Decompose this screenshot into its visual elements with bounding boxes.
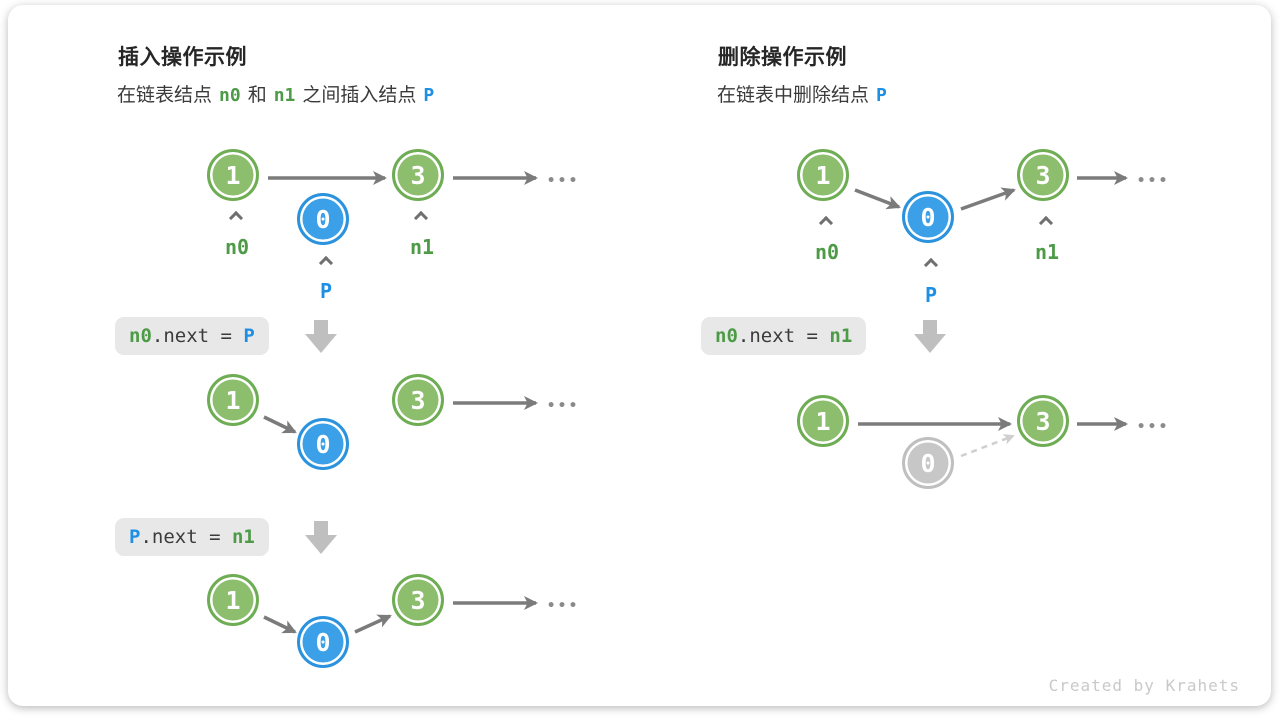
- delete-panel-subtitle: 在链表中删除结点 P: [717, 80, 894, 107]
- node-value: 0: [315, 429, 331, 459]
- node-value: 3: [1035, 406, 1051, 436]
- code-text: .next =: [151, 325, 244, 347]
- subtitle-token-n0: n0: [219, 85, 241, 106]
- pointer-label-n0: n0: [224, 235, 250, 259]
- delete-panel-title: 删除操作示例: [718, 46, 847, 69]
- pointer-label-n1: n1: [1034, 240, 1060, 264]
- list-node-p: 0: [297, 193, 349, 245]
- list-node-removed: 0: [902, 437, 954, 489]
- node-value: 1: [225, 585, 241, 615]
- node-value: 3: [410, 385, 426, 415]
- list-node-1: 1: [207, 149, 259, 201]
- node-value: 3: [410, 585, 426, 615]
- subtitle-text: 和: [247, 85, 267, 106]
- watermark: Created by Krahets: [1048, 676, 1240, 695]
- node-value: 1: [815, 406, 831, 436]
- code-token: n0: [129, 325, 152, 347]
- node-value: 0: [315, 627, 331, 657]
- list-node-3: 3: [1017, 395, 1069, 447]
- code-insert-step2: P.next = n1: [115, 518, 269, 556]
- caret-up-icon: [818, 215, 834, 231]
- code-token: P: [129, 526, 141, 548]
- pointer-label-n0: n0: [814, 240, 840, 264]
- subtitle-token-n1: n1: [273, 85, 296, 106]
- node-value: 3: [1035, 160, 1051, 190]
- list-node-3: 3: [392, 574, 444, 626]
- list-node-3: 3: [1017, 149, 1069, 201]
- list-node-1: 1: [207, 574, 259, 626]
- code-token: n0: [715, 325, 738, 347]
- caret-up-icon: [1038, 215, 1054, 231]
- caret-up-icon: [318, 255, 334, 271]
- ellipsis: •••: [546, 598, 580, 614]
- node-value: 1: [225, 385, 241, 415]
- node-value: 0: [920, 448, 936, 478]
- code-insert-step1: n0.next = P: [115, 317, 269, 355]
- code-text: .next =: [140, 526, 232, 548]
- code-delete-step1: n0.next = n1: [701, 317, 867, 355]
- list-node-1: 1: [797, 149, 849, 201]
- code-text: .next =: [737, 325, 830, 347]
- ellipsis: •••: [546, 398, 580, 414]
- insert-panel-title: 插入操作示例: [118, 46, 247, 69]
- code-token: P: [243, 325, 255, 347]
- list-node-1: 1: [207, 374, 259, 426]
- caret-up-icon: [413, 210, 429, 226]
- list-node-3: 3: [392, 149, 444, 201]
- list-node-1: 1: [797, 395, 849, 447]
- list-node-3: 3: [392, 374, 444, 426]
- caret-up-icon: [228, 210, 244, 226]
- pointer-label-p: P: [924, 283, 938, 307]
- code-token: n1: [231, 526, 255, 548]
- subtitle-text: 在链表中删除结点: [717, 85, 870, 106]
- pointer-label-p: P: [319, 279, 333, 303]
- ellipsis: •••: [546, 173, 580, 189]
- subtitle-text: 在链表结点: [117, 85, 213, 106]
- insert-panel-subtitle: 在链表结点 n0 和 n1 之间插入结点 P: [117, 80, 441, 107]
- subtitle-text: 之间插入结点: [302, 85, 417, 106]
- node-value: 3: [410, 160, 426, 190]
- node-value: 0: [315, 204, 331, 234]
- ellipsis: •••: [1136, 419, 1170, 435]
- list-node-p: 0: [902, 191, 954, 243]
- caret-up-icon: [923, 257, 939, 273]
- list-node-p: 0: [297, 418, 349, 470]
- subtitle-token-p: P: [423, 85, 435, 106]
- list-node-p: 0: [297, 616, 349, 668]
- pointer-label-n1: n1: [409, 235, 435, 259]
- node-value: 0: [920, 202, 936, 232]
- code-token: n1: [829, 325, 853, 347]
- node-value: 1: [225, 160, 241, 190]
- subtitle-token-p: P: [876, 85, 887, 106]
- ellipsis: •••: [1136, 173, 1170, 189]
- node-value: 1: [815, 160, 831, 190]
